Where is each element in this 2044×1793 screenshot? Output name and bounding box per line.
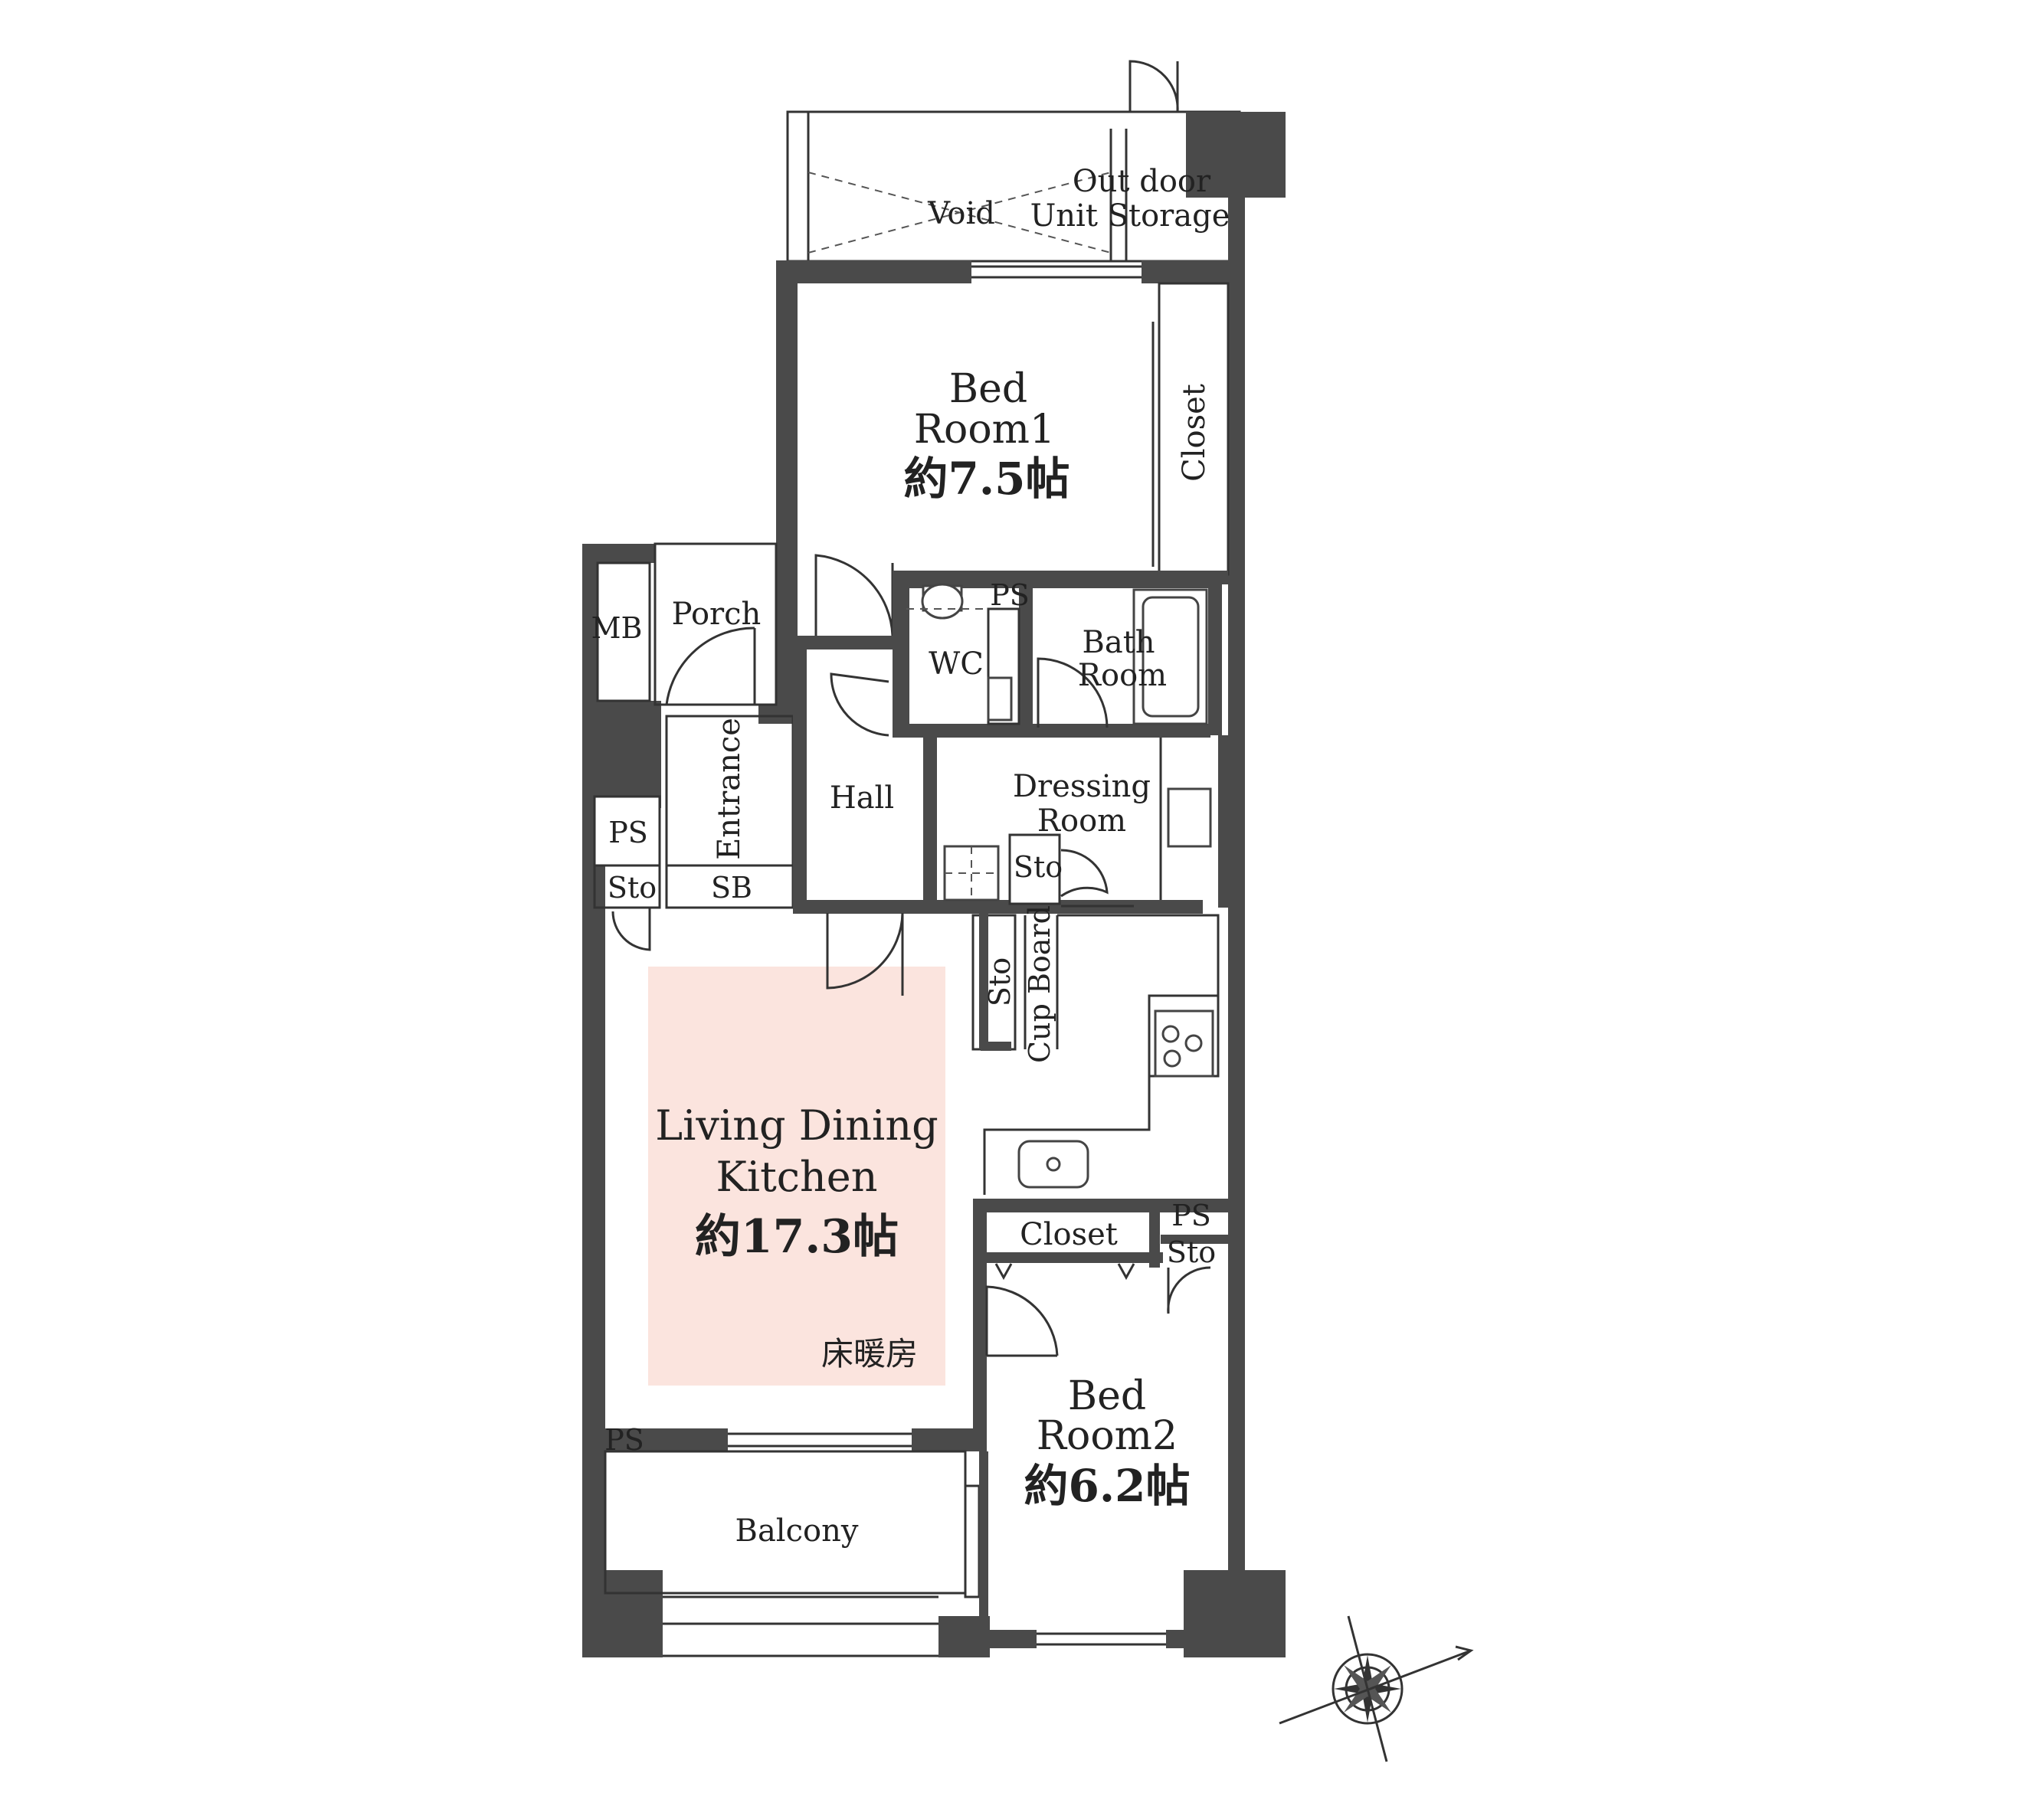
- label-sto-kitchen: Sto: [983, 957, 1017, 1006]
- label-ldk-area: 約17.3帖: [695, 1210, 899, 1264]
- kitchen-walls: [971, 908, 1220, 1195]
- label-bedroom1-2: Room1: [914, 407, 1055, 453]
- label-mb: MB: [591, 611, 643, 645]
- label-cup-board: Cup Board: [1023, 905, 1056, 1063]
- label-ps-bottom: PS: [604, 1423, 644, 1457]
- label-ldk-1: Living Dining: [655, 1101, 938, 1150]
- washing-machine-icon: [943, 845, 1000, 901]
- label-bedroom1-1: Bed: [949, 366, 1027, 412]
- label-dressing-2: Room: [1037, 803, 1126, 839]
- label-wc: WC: [929, 646, 984, 682]
- label-bedroom2-area: 約6.2帖: [1024, 1460, 1191, 1512]
- label-bedroom2-1: Bed: [1068, 1373, 1146, 1419]
- outer-walls: [582, 112, 1286, 1657]
- label-sto-dressing: Sto: [1014, 850, 1063, 884]
- label-bedroom1-area: 約7.5帖: [904, 453, 1070, 505]
- label-sto-left: Sto: [608, 871, 657, 905]
- label-bedroom2-2: Room2: [1037, 1413, 1178, 1459]
- label-closet-bedroom1: Closet: [1177, 384, 1212, 482]
- ldk-walls: [604, 1199, 1232, 1628]
- label-ldk-2: Kitchen: [716, 1153, 877, 1201]
- washbasin-icon: [1167, 787, 1212, 848]
- label-porch: Porch: [672, 597, 762, 632]
- entry-walls: [593, 542, 794, 951]
- ldk-floor-heating-area: [648, 967, 945, 1386]
- label-closet-bedroom2: Closet: [1020, 1217, 1118, 1252]
- dressing-walls: [923, 735, 1232, 908]
- label-ps-wc: PS: [990, 578, 1030, 612]
- label-dressing-1: Dressing: [1013, 769, 1151, 804]
- label-floor-heating: 床暖房: [821, 1335, 918, 1373]
- stove-icon: [1154, 1009, 1214, 1078]
- wc-bath-walls: [893, 574, 1222, 738]
- toilet-icon: [921, 583, 964, 620]
- label-sb: SB: [711, 871, 752, 905]
- label-outdoor-storage-1: Out door: [1073, 164, 1211, 199]
- label-sto-right: Sto: [1167, 1235, 1216, 1269]
- label-entrance: Entrance: [712, 718, 747, 860]
- label-hall: Hall: [830, 780, 894, 816]
- label-ps-right: PS: [1171, 1199, 1211, 1232]
- label-balcony: Balcony: [735, 1513, 859, 1549]
- bathtub-icon: [1132, 588, 1208, 725]
- label-bath-1: Bath: [1082, 625, 1155, 660]
- label-void: Void: [927, 196, 995, 231]
- label-ps-left: PS: [608, 816, 648, 849]
- compass-icon: [1279, 1615, 1474, 1762]
- label-bath-2: Room: [1078, 658, 1167, 693]
- label-outdoor-storage-2: Unit Storage: [1030, 198, 1230, 234]
- sink-icon: [1017, 1140, 1089, 1189]
